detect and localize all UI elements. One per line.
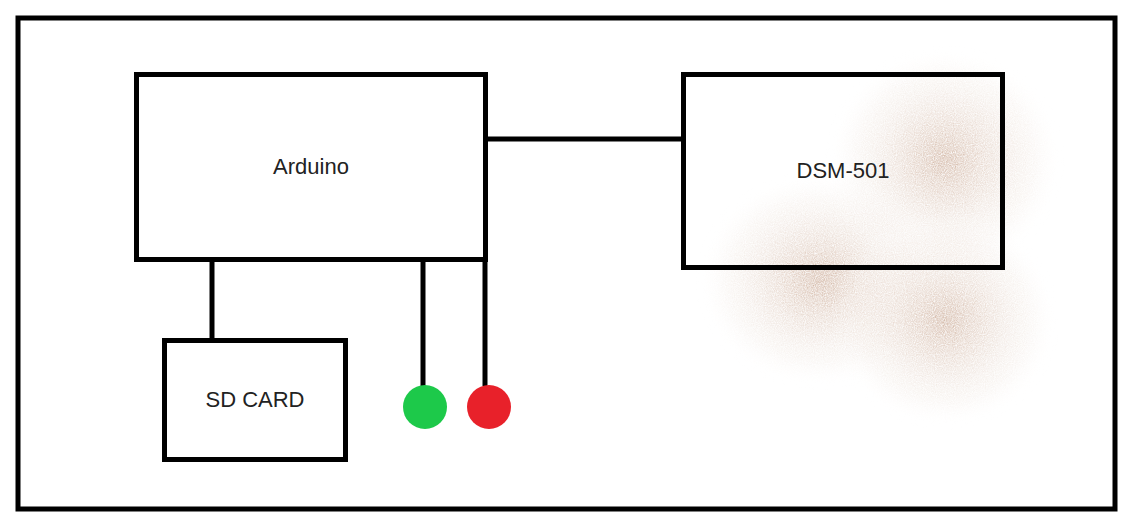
red-led xyxy=(467,385,511,429)
green-led xyxy=(403,385,447,429)
led-wire xyxy=(421,262,426,386)
connector xyxy=(488,139,681,140)
box-label: DSM-501 xyxy=(797,158,890,184)
connector xyxy=(212,262,213,338)
process-box: SD CARD xyxy=(162,338,348,462)
process-box: DSM-501 xyxy=(681,72,1005,270)
box-label: Arduino xyxy=(273,154,349,180)
outer-frame xyxy=(18,18,1115,509)
dust-cloud xyxy=(695,45,1065,430)
box-label: SD CARD xyxy=(205,387,304,413)
process-box: Arduino xyxy=(134,72,488,262)
led-wire xyxy=(483,262,488,386)
